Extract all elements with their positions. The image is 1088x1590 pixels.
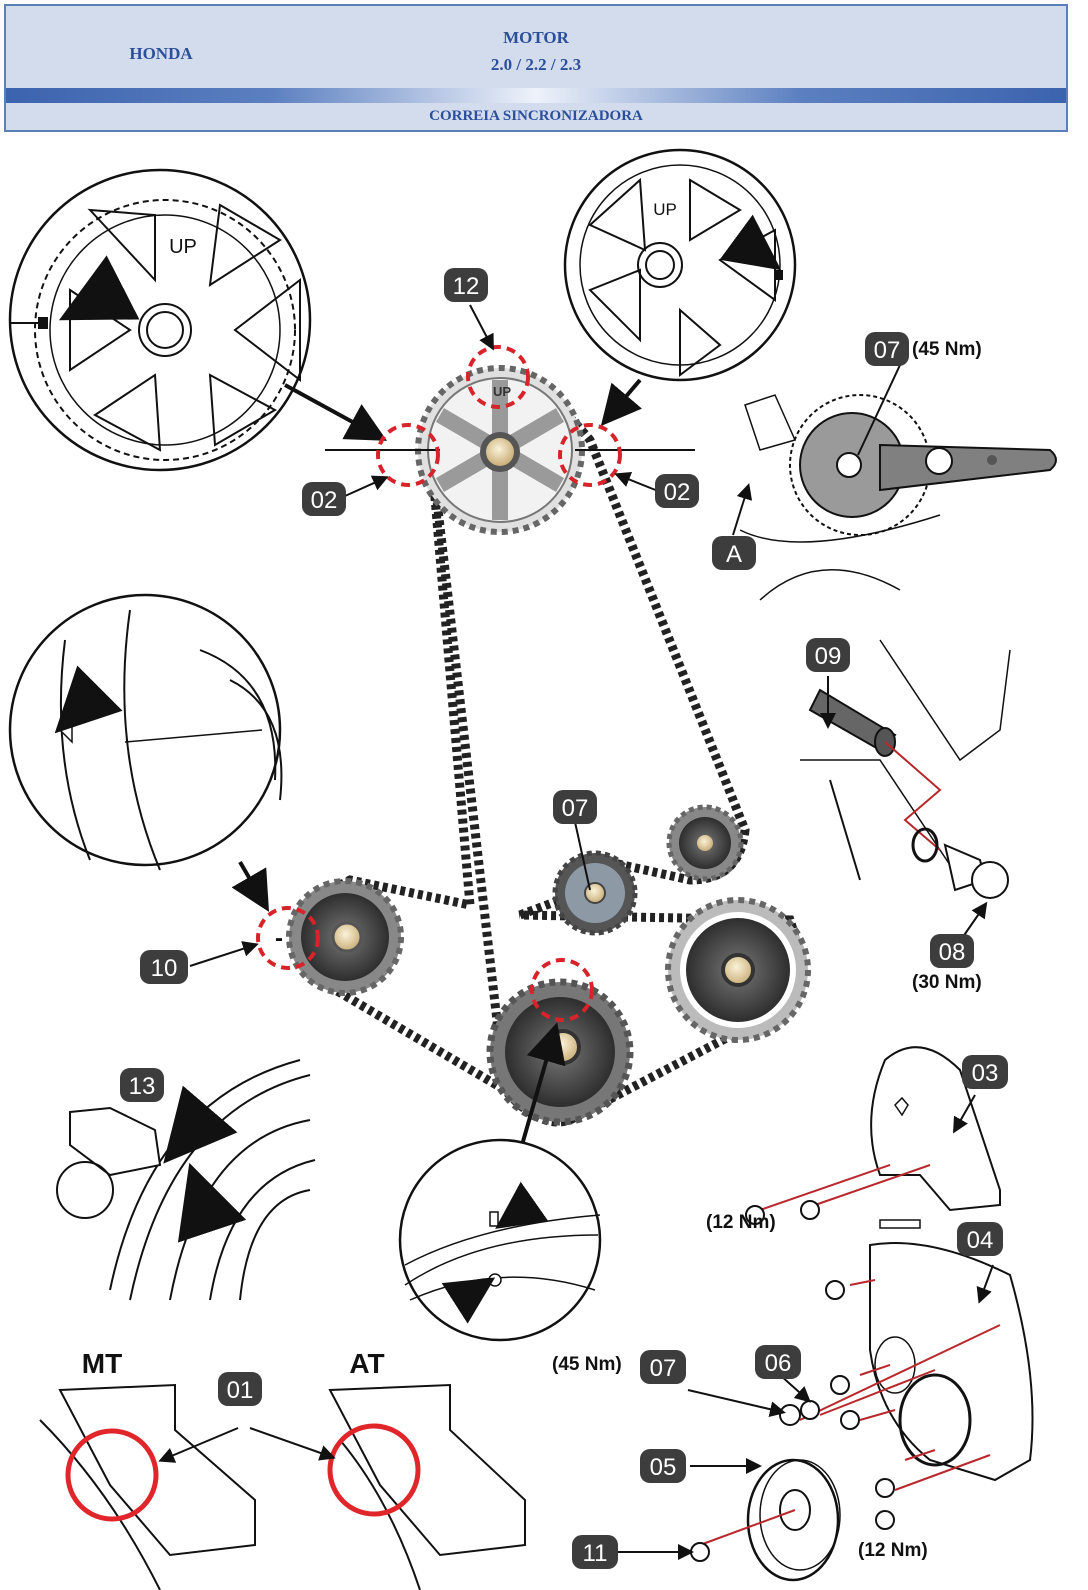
torque-tensioner: (45 Nm) bbox=[912, 339, 982, 360]
svg-text:01: 01 bbox=[227, 1377, 254, 1404]
detail-plug-bolt bbox=[800, 639, 1011, 899]
torque-plug-bolt: (30 Nm) bbox=[912, 972, 982, 993]
at-label: AT bbox=[349, 1348, 384, 1379]
svg-text:02: 02 bbox=[311, 487, 338, 514]
engine-title-line2: 2.0 / 2.2 / 2.3 bbox=[490, 55, 582, 74]
torque-upper-cover: (12 Nm) bbox=[706, 1212, 776, 1233]
callout-badge-07-tensioner: 07 bbox=[865, 332, 909, 366]
callout-badge-01: 01 bbox=[218, 1372, 262, 1406]
brand-label: HONDA bbox=[129, 44, 193, 63]
section-subtitle: CORREIA SINCRONIZADORA bbox=[429, 108, 643, 124]
callout-badge-02-left: 02 bbox=[302, 482, 346, 516]
up-mark-label: UP bbox=[653, 200, 677, 219]
upper-cover bbox=[745, 1046, 1001, 1225]
callout-badge-07-cover: 07 bbox=[640, 1350, 686, 1384]
detail-left-cam-pulley: UP bbox=[8, 168, 388, 472]
callout-badge-12: 12 bbox=[444, 268, 488, 302]
callout-badge-A: A bbox=[712, 536, 756, 570]
up-mark-label: UP bbox=[493, 384, 511, 399]
svg-text:09: 09 bbox=[815, 643, 842, 670]
svg-text:A: A bbox=[726, 541, 742, 568]
document-header: HONDA MOTOR 2.0 / 2.2 / 2.3 CORREIA SINC… bbox=[4, 4, 1068, 132]
svg-text:03: 03 bbox=[972, 1060, 999, 1087]
callout-badge-09: 09 bbox=[806, 638, 850, 672]
balancer-pulley bbox=[665, 897, 811, 1043]
callout-badge-06: 06 bbox=[755, 1345, 801, 1379]
torque-lower-cover: (12 Nm) bbox=[858, 1540, 928, 1561]
svg-text:10: 10 bbox=[151, 955, 178, 982]
mt-label: MT bbox=[82, 1348, 122, 1379]
pointer-arrow bbox=[284, 383, 388, 441]
minus-mark: - bbox=[275, 925, 283, 952]
svg-text:05: 05 bbox=[650, 1454, 677, 1481]
callout-badge-04: 04 bbox=[957, 1222, 1003, 1256]
detail-right-cam-pulley: UP bbox=[563, 148, 797, 427]
callout-badge-13: 13 bbox=[120, 1068, 164, 1102]
highlight-circle bbox=[65, 1428, 159, 1522]
svg-text:02: 02 bbox=[664, 479, 691, 506]
idler-pulley bbox=[666, 804, 744, 882]
up-mark-label: UP bbox=[169, 236, 197, 258]
callout-badge-08: 08 bbox=[930, 934, 974, 968]
oil-pump-pulley: - bbox=[256, 878, 404, 996]
highlight-circle bbox=[558, 423, 622, 487]
highlight-circle bbox=[327, 1423, 421, 1517]
callout-badge-03: 03 bbox=[962, 1055, 1008, 1089]
red-arrow bbox=[58, 255, 140, 321]
engine-title-line1: MOTOR bbox=[503, 28, 569, 47]
callout-badge-02-right: 02 bbox=[655, 474, 699, 508]
detail-tensioner bbox=[732, 364, 1057, 601]
svg-text:07: 07 bbox=[562, 795, 589, 822]
callout-badge-05: 05 bbox=[640, 1449, 686, 1483]
svg-text:13: 13 bbox=[129, 1073, 156, 1100]
highlight-circle bbox=[466, 345, 530, 409]
detail-flywheel-mark bbox=[56, 1059, 316, 1301]
svg-text:11: 11 bbox=[583, 1540, 608, 1567]
svg-text:07: 07 bbox=[874, 337, 901, 364]
pointer-arrow bbox=[600, 378, 642, 427]
svg-text:08: 08 bbox=[939, 939, 966, 966]
svg-text:07: 07 bbox=[650, 1355, 677, 1382]
tensioner-pulley bbox=[552, 850, 638, 936]
lower-cover-assembly bbox=[618, 1219, 1034, 1582]
detail-crank-mark bbox=[8, 593, 283, 912]
callout-badge-11: 11 bbox=[572, 1535, 618, 1569]
detail-mt-at: MT AT bbox=[39, 1348, 526, 1590]
camshaft-pulley: UP bbox=[325, 345, 695, 535]
highlight-circle bbox=[256, 906, 320, 970]
highlight-circle bbox=[530, 958, 594, 1022]
red-arrow bbox=[719, 214, 782, 271]
svg-text:06: 06 bbox=[765, 1350, 792, 1377]
red-arrow bbox=[54, 665, 123, 734]
svg-text:12: 12 bbox=[453, 273, 480, 300]
detail-crank-timing-circle bbox=[398, 1138, 602, 1342]
highlight-circle bbox=[376, 423, 440, 487]
header-divider-bar bbox=[6, 88, 1066, 103]
crankshaft-pulley bbox=[486, 958, 634, 1146]
callout-badge-10: 10 bbox=[140, 950, 188, 984]
svg-text:04: 04 bbox=[967, 1227, 994, 1254]
callout-badge-07-belt: 07 bbox=[553, 790, 597, 824]
torque-tensioner-nut: (45 Nm) bbox=[552, 1354, 622, 1375]
engine-title: MOTOR 2.0 / 2.2 / 2.3 bbox=[6, 24, 1066, 78]
